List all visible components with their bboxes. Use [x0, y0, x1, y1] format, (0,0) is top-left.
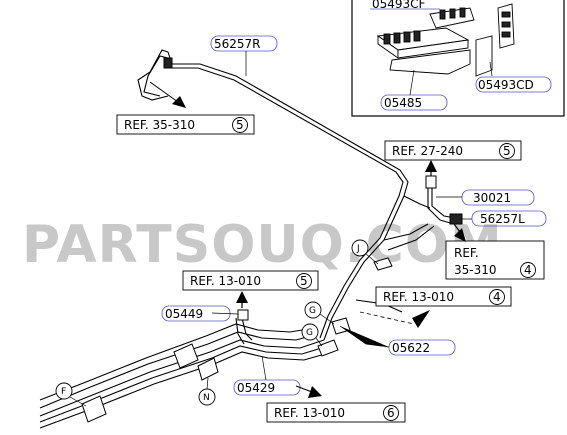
brake-pipe-lines [39, 49, 457, 429]
arrow-ref-35-310-right [453, 223, 466, 242]
watermark-text: PARTSOUQ.COM [22, 215, 503, 275]
callout-g1: G [304, 301, 335, 325]
ref-number: 4 [524, 263, 532, 277]
label-05493CF: 05493CF [370, 0, 440, 11]
clamp-f [81, 395, 107, 423]
connector-56257L [449, 213, 463, 225]
part-number-05429: 05429 [237, 381, 275, 395]
clamp-left [173, 343, 199, 369]
ref-13-010-bottom[interactable]: REF. 13-010 6 [266, 402, 406, 423]
label-05622: 05622 [339, 325, 456, 356]
ref-number: 5 [503, 144, 511, 158]
clamp-g1 [331, 317, 351, 335]
svg-text:N: N [203, 393, 210, 403]
label-30021: 30021 [436, 189, 535, 206]
arrow-ref-13-010-mid [359, 310, 430, 328]
ref-number: 4 [493, 290, 501, 304]
clamp-n [197, 357, 219, 381]
svg-text:J: J [356, 244, 360, 254]
part-number-56257L: 56257L [480, 212, 525, 226]
clamp-j [373, 257, 393, 271]
part-number-05449: 05449 [165, 307, 203, 321]
arrow-ref-35-310-top [149, 81, 186, 108]
ref-13-010-left[interactable]: REF. 13-010 5 [182, 270, 319, 291]
part-number-05493CF: 05493CF [372, 0, 426, 11]
ref-35-310-right[interactable]: REF. 35-310 4 [445, 240, 545, 280]
clip-block-drawing [376, 3, 515, 77]
callout-j: J [351, 239, 379, 265]
connector-05449 [237, 309, 249, 321]
part-number-56257R: 56257R [214, 37, 261, 51]
arrow-ref-13-010-bottom [295, 385, 322, 398]
connector-30021 [425, 175, 437, 189]
callout-f: F [55, 382, 87, 407]
svg-text:G: G [309, 306, 316, 316]
part-number-05485: 05485 [384, 96, 422, 110]
label-05429: 05429 [233, 355, 301, 396]
ref-35-310-top[interactable]: REF. 35-310 5 [116, 114, 255, 135]
callout-n: N [198, 377, 216, 406]
arrow-ref-13-010-left [236, 291, 248, 308]
clamp-g2 [317, 339, 339, 357]
ref-number: 5 [300, 274, 308, 288]
label-05449: 05449 [161, 305, 239, 322]
connector-56257R [163, 57, 173, 69]
part-number-30021: 30021 [473, 191, 511, 205]
svg-text:F: F [61, 387, 66, 397]
part-number-05493CD: 05493CD [478, 78, 534, 92]
ref-text-line1: REF. [454, 246, 479, 260]
ref-text: REF. 13-010 [383, 290, 454, 304]
pipe-clamps [81, 57, 463, 423]
arrow-ref-27-240 [425, 160, 437, 176]
ref-13-010-mid[interactable]: REF. 13-010 4 [375, 286, 512, 307]
ref-text: REF. 35-310 [124, 118, 195, 132]
callout-g2: G [301, 323, 323, 347]
ref-text: REF. 27-240 [392, 144, 463, 158]
ref-number: 6 [387, 406, 395, 420]
ref-number: 5 [236, 118, 244, 132]
ref-text-line2: 35-310 [454, 263, 497, 277]
label-56257R: 56257R [210, 35, 278, 76]
ref-text: REF. 13-010 [274, 406, 345, 420]
label-05485: 05485 [380, 69, 448, 111]
label-56257L: 56257L [462, 210, 547, 227]
label-05493CD: 05493CD [475, 61, 552, 93]
svg-text:G: G [306, 328, 313, 338]
part-number-05622: 05622 [392, 341, 430, 355]
ref-text: REF. 13-010 [190, 274, 261, 288]
ref-27-240[interactable]: REF. 27-240 5 [384, 140, 522, 161]
inset-detail-box: 05493CF 05493CD 05485 [351, 0, 565, 117]
